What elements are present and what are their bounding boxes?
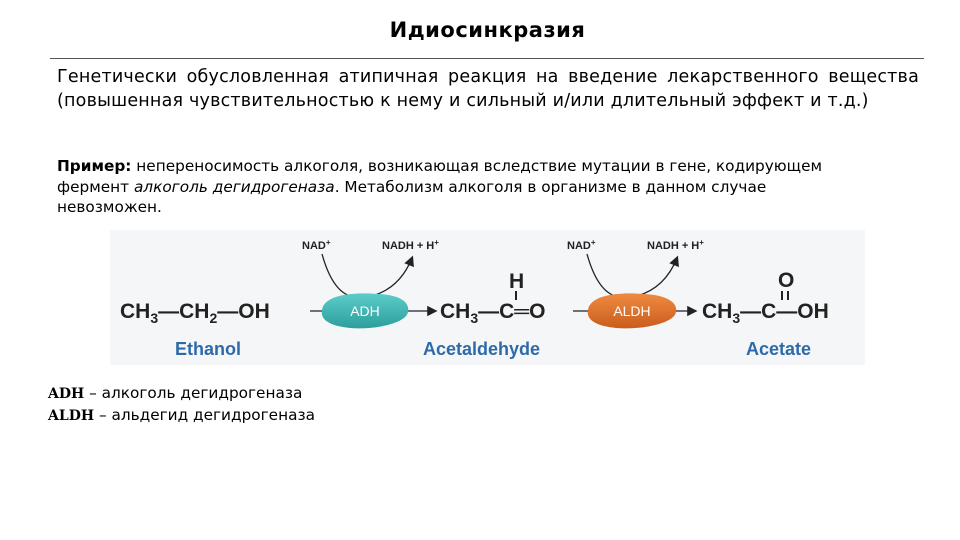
example-text-before: непереносимость алкоголя, возникающая вс… <box>57 157 823 196</box>
svg-text:NADH + H+: NADH + H+ <box>647 238 704 252</box>
cofactor-arrow-in-2 <box>586 253 616 297</box>
cofactor-arrow-out-2 <box>636 255 679 297</box>
metabolism-scheme: NAD+ NADH + H+ NAD+ NADH + H+ ADH ALDH C… <box>110 230 865 365</box>
example-paragraph: Пример: непереносимость алкоголя, возник… <box>57 156 867 218</box>
cofactor-nadh-1: NADH + H <box>382 240 434 252</box>
label-acetaldehyde: Acetaldehyde <box>423 339 540 359</box>
enzyme-name: алкоголь дегидрогеназа <box>133 177 335 196</box>
acetaldehyde-h: H <box>509 270 524 293</box>
abbr-text-aldh: – альдегид дегидрогеназа <box>94 406 315 424</box>
aldh-enzyme-shape <box>587 293 677 329</box>
example-label: Пример: <box>57 157 132 175</box>
acetate-o: O <box>778 269 794 292</box>
svg-text:NAD+: NAD+ <box>302 238 331 252</box>
abbr-key-aldh: ALDH <box>48 408 95 424</box>
abbr-text-adh: – алкоголь дегидрогеназа <box>84 384 303 402</box>
acetaldehyde-formula: CH3—C═O <box>440 300 546 326</box>
definition-text: Генетически обусловленная атипичная реак… <box>57 67 919 111</box>
acetate-formula: CH3—C—OH <box>702 300 829 326</box>
example-text-after: . Метаболизм алкоголя в организме в данн… <box>57 177 767 217</box>
svg-text:NADH + H+: NADH + H+ <box>382 238 439 252</box>
abbr-key-adh: ADH <box>48 386 85 402</box>
enzyme-adh: ADH <box>350 303 380 319</box>
abbreviation-adh: ADH – алкоголь дегидрогеназа <box>48 383 302 404</box>
enzyme-aldh: ALDH <box>613 303 650 319</box>
abbreviation-aldh: ALDH – альдегид дегидрогеназа <box>48 405 315 426</box>
ethanol-formula: CH3—CH2—OH <box>120 300 270 326</box>
cofactor-nad-2: NAD <box>567 240 591 252</box>
cofactor-nad-1: NAD <box>302 240 326 252</box>
cofactor-arrow-in-1 <box>321 253 351 297</box>
label-acetate: Acetate <box>746 339 811 359</box>
cofactor-nadh-2: NADH + H <box>647 240 699 252</box>
svg-text:NAD+: NAD+ <box>567 238 596 252</box>
divider <box>50 58 924 59</box>
adh-enzyme-shape <box>321 293 409 329</box>
metabolism-diagram: NAD+ NADH + H+ NAD+ NADH + H+ ADH ALDH C… <box>120 238 829 359</box>
label-ethanol: Ethanol <box>175 339 241 359</box>
cofactor-arrow-out-1 <box>371 255 414 297</box>
slide-title: Идиосинкразия <box>389 18 586 42</box>
